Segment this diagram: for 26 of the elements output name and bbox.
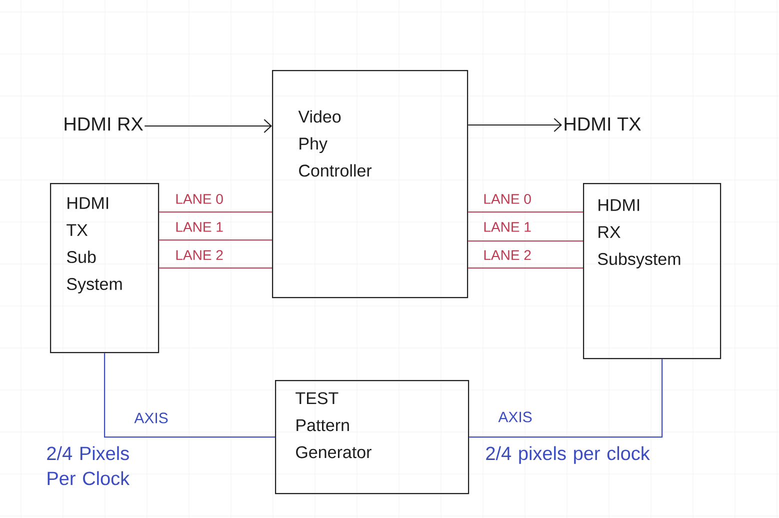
connector-line xyxy=(159,267,272,269)
connector-line xyxy=(468,240,583,242)
edge-label: LANE 1 xyxy=(174,221,224,233)
connector-line xyxy=(104,353,275,438)
signal-label: HDMI TX xyxy=(564,117,641,131)
signal-label: HDMI RX xyxy=(64,117,143,131)
arrow xyxy=(468,118,562,132)
connector-line xyxy=(468,267,583,269)
process-box: Video Phy Controller xyxy=(272,70,468,298)
process-box: TEST Pattern Generator xyxy=(275,380,470,494)
annotation-text: 2/4 Pixels Per Clock xyxy=(47,446,130,486)
edge-label: LANE 1 xyxy=(482,221,532,233)
edge-label: LANE 2 xyxy=(174,249,224,261)
connector-line xyxy=(159,211,272,213)
connector-line xyxy=(469,359,663,438)
edge-label: LANE 2 xyxy=(482,249,532,261)
process-box: HDMI RX Subsystem xyxy=(583,183,722,360)
edge-label: LANE 0 xyxy=(174,193,224,205)
connector-line xyxy=(468,211,583,213)
edge-label: AXIS xyxy=(497,410,534,424)
arrow xyxy=(144,119,272,133)
process-box: HDMI TX Sub System xyxy=(50,183,160,354)
edge-label: LANE 0 xyxy=(482,193,532,205)
connector-line xyxy=(159,239,272,241)
annotation-text: 2/4 pixels per clock xyxy=(486,446,650,464)
edge-label: AXIS xyxy=(133,412,170,424)
